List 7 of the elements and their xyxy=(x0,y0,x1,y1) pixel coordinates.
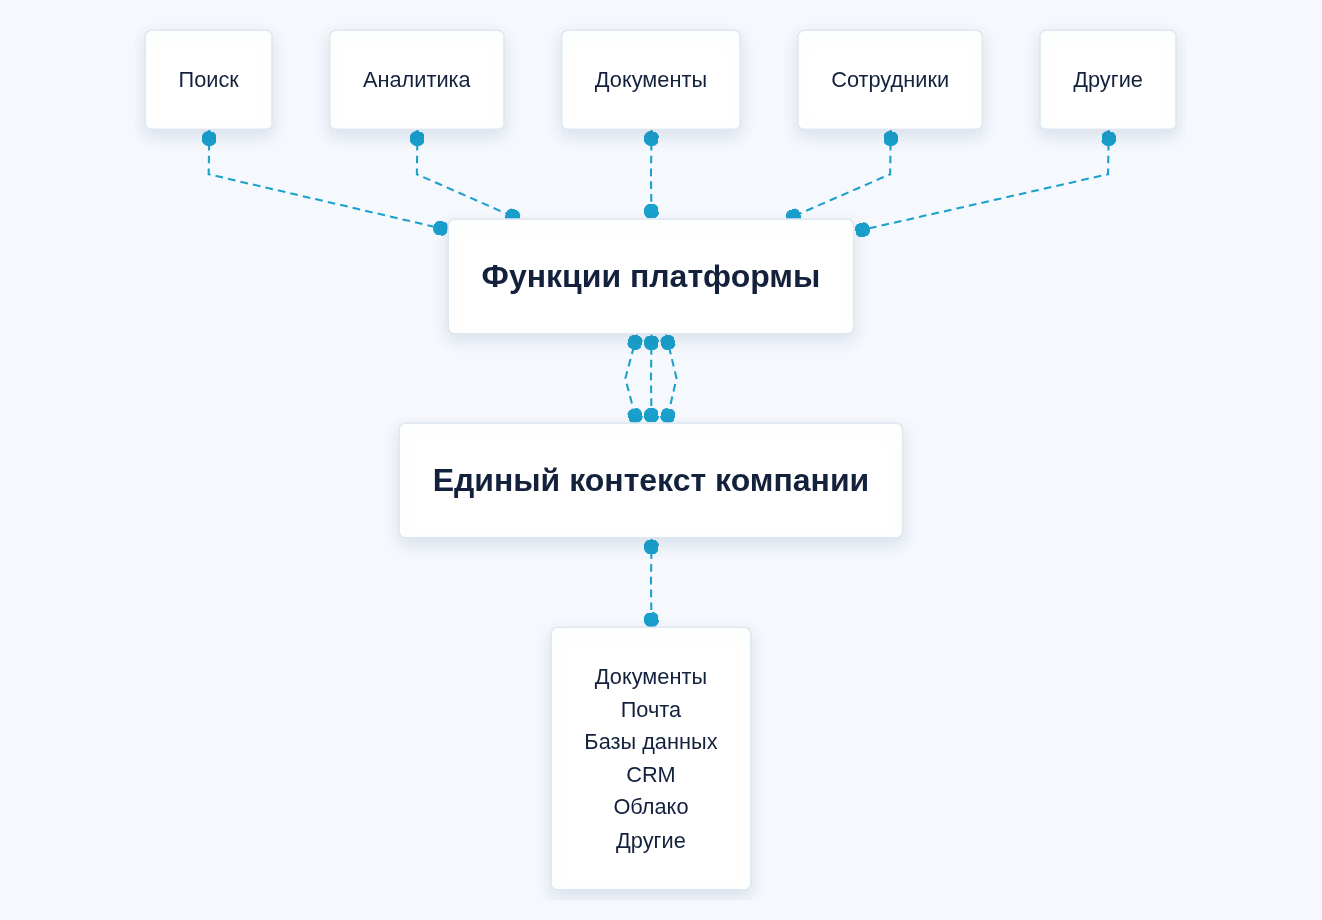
connector xyxy=(644,130,660,220)
connector xyxy=(201,130,450,236)
connector xyxy=(644,334,660,424)
connector xyxy=(644,538,660,628)
connector xyxy=(854,130,1117,238)
connector xyxy=(624,333,644,425)
connector xyxy=(660,334,678,425)
